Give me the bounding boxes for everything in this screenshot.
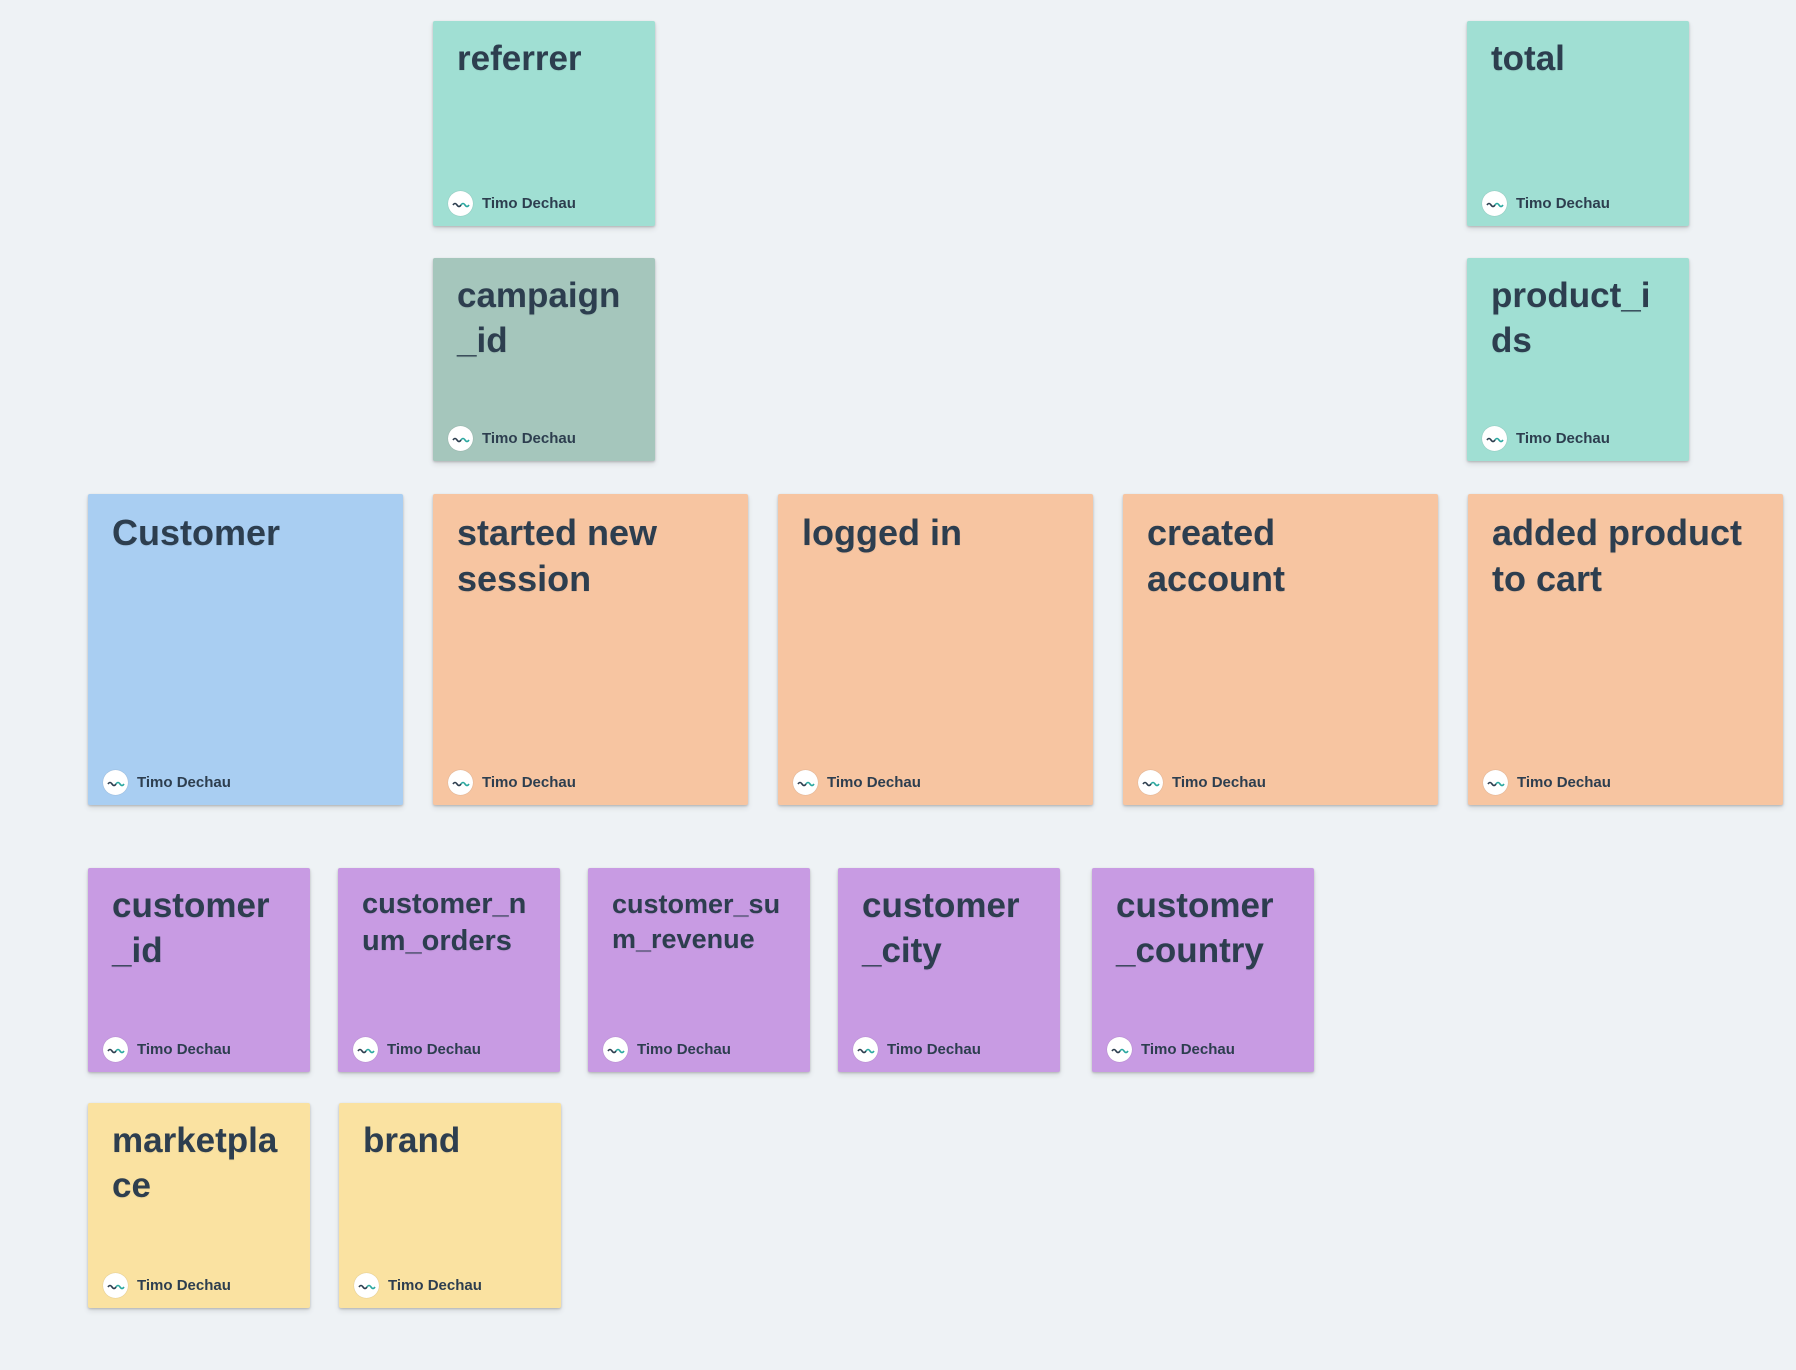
sticky-note-referrer[interactable]: referrer Timo Dechau [433, 21, 655, 226]
author-name: Timo Dechau [1516, 430, 1610, 447]
note-title: referrer [457, 39, 582, 78]
author-avatar-logo-icon [451, 781, 470, 786]
note-author: Timo Dechau [103, 1273, 231, 1298]
note-title: customer_sum_revenue [612, 889, 781, 954]
note-author: Timo Dechau [103, 770, 231, 795]
author-name: Timo Dechau [482, 430, 576, 447]
author-name: Timo Dechau [137, 774, 231, 791]
author-avatar [103, 1037, 128, 1062]
author-avatar-logo-icon [357, 1284, 376, 1289]
note-title: logged in [802, 512, 962, 553]
sticky-note-total[interactable]: total Timo Dechau [1467, 21, 1689, 226]
author-name: Timo Dechau [482, 774, 576, 791]
author-name: Timo Dechau [1517, 774, 1611, 791]
author-avatar [1138, 770, 1163, 795]
sticky-note-campaign-id[interactable]: campaign_id Timo Dechau [433, 258, 655, 461]
sticky-note-customer[interactable]: Customer Timo Dechau [88, 494, 403, 805]
note-author: Timo Dechau [1482, 426, 1610, 451]
author-avatar [853, 1037, 878, 1062]
note-title: marketplace [112, 1121, 278, 1205]
note-title: brand [363, 1121, 461, 1160]
note-title: campaign_id [457, 276, 621, 360]
sticky-note-customer-id[interactable]: customer_id Timo Dechau [88, 868, 310, 1072]
author-avatar [448, 426, 473, 451]
note-title: started new session [457, 512, 658, 600]
author-name: Timo Dechau [827, 774, 921, 791]
author-name: Timo Dechau [1172, 774, 1266, 791]
author-avatar [448, 191, 473, 216]
author-avatar-logo-icon [106, 1284, 125, 1289]
note-title: added product to cart [1492, 512, 1742, 600]
note-author: Timo Dechau [448, 191, 576, 216]
author-name: Timo Dechau [1141, 1041, 1235, 1058]
note-title: customer_num_orders [362, 888, 527, 958]
note-author: Timo Dechau [1483, 770, 1611, 795]
author-avatar-logo-icon [451, 202, 470, 207]
author-avatar-logo-icon [1485, 202, 1504, 207]
author-avatar-logo-icon [1485, 437, 1504, 442]
note-author: Timo Dechau [1138, 770, 1266, 795]
sticky-note-marketplace[interactable]: marketplace Timo Dechau [88, 1103, 310, 1308]
author-name: Timo Dechau [387, 1041, 481, 1058]
note-author: Timo Dechau [793, 770, 921, 795]
author-avatar-logo-icon [796, 781, 815, 786]
author-name: Timo Dechau [137, 1277, 231, 1294]
author-avatar [1482, 191, 1507, 216]
note-title: customer_country [1116, 886, 1274, 970]
author-avatar-logo-icon [451, 437, 470, 442]
author-avatar [1482, 426, 1507, 451]
note-title: created account [1147, 512, 1286, 600]
note-author: Timo Dechau [1482, 191, 1610, 216]
sticky-note-customer-num-orders[interactable]: customer_num_orders Timo Dechau [338, 868, 560, 1072]
note-author: Timo Dechau [448, 770, 576, 795]
note-author: Timo Dechau [353, 1037, 481, 1062]
author-name: Timo Dechau [887, 1041, 981, 1058]
note-title: total [1491, 39, 1565, 78]
author-avatar-logo-icon [856, 1048, 875, 1053]
sticky-note-started-new-session[interactable]: started new session Timo Dechau [433, 494, 748, 805]
sticky-note-customer-country[interactable]: customer_country Timo Dechau [1092, 868, 1314, 1072]
author-avatar [103, 770, 128, 795]
author-name: Timo Dechau [637, 1041, 731, 1058]
author-avatar [448, 770, 473, 795]
author-avatar [793, 770, 818, 795]
author-name: Timo Dechau [388, 1277, 482, 1294]
author-avatar-logo-icon [356, 1048, 375, 1053]
author-name: Timo Dechau [482, 195, 576, 212]
sticky-note-created-account[interactable]: created account Timo Dechau [1123, 494, 1438, 805]
sticky-note-customer-city[interactable]: customer_city Timo Dechau [838, 868, 1060, 1072]
sticky-note-logged-in[interactable]: logged in Timo Dechau [778, 494, 1093, 805]
author-avatar [1107, 1037, 1132, 1062]
author-avatar-logo-icon [1141, 781, 1160, 786]
sticky-note-product-ids[interactable]: product_ids Timo Dechau [1467, 258, 1689, 461]
note-author: Timo Dechau [448, 426, 576, 451]
author-avatar-logo-icon [606, 1048, 625, 1053]
sticky-note-customer-sum-revenue[interactable]: customer_sum_revenue Timo Dechau [588, 868, 810, 1072]
note-author: Timo Dechau [603, 1037, 731, 1062]
note-author: Timo Dechau [853, 1037, 981, 1062]
sticky-note-brand[interactable]: brand Timo Dechau [339, 1103, 561, 1308]
author-avatar [354, 1273, 379, 1298]
author-avatar-logo-icon [106, 1048, 125, 1053]
author-avatar [103, 1273, 128, 1298]
author-avatar [603, 1037, 628, 1062]
note-author: Timo Dechau [103, 1037, 231, 1062]
note-title: product_ids [1491, 276, 1651, 360]
author-avatar [1483, 770, 1508, 795]
note-title: customer_city [862, 886, 1020, 970]
author-avatar-logo-icon [106, 781, 125, 786]
author-name: Timo Dechau [1516, 195, 1610, 212]
note-author: Timo Dechau [1107, 1037, 1235, 1062]
sticky-note-added-product-to-cart[interactable]: added product to cart Timo Dechau [1468, 494, 1783, 805]
author-name: Timo Dechau [137, 1041, 231, 1058]
author-avatar-logo-icon [1110, 1048, 1129, 1053]
author-avatar [353, 1037, 378, 1062]
note-title: customer_id [112, 886, 270, 970]
note-title: Customer [112, 512, 281, 553]
note-author: Timo Dechau [354, 1273, 482, 1298]
author-avatar-logo-icon [1486, 781, 1505, 786]
